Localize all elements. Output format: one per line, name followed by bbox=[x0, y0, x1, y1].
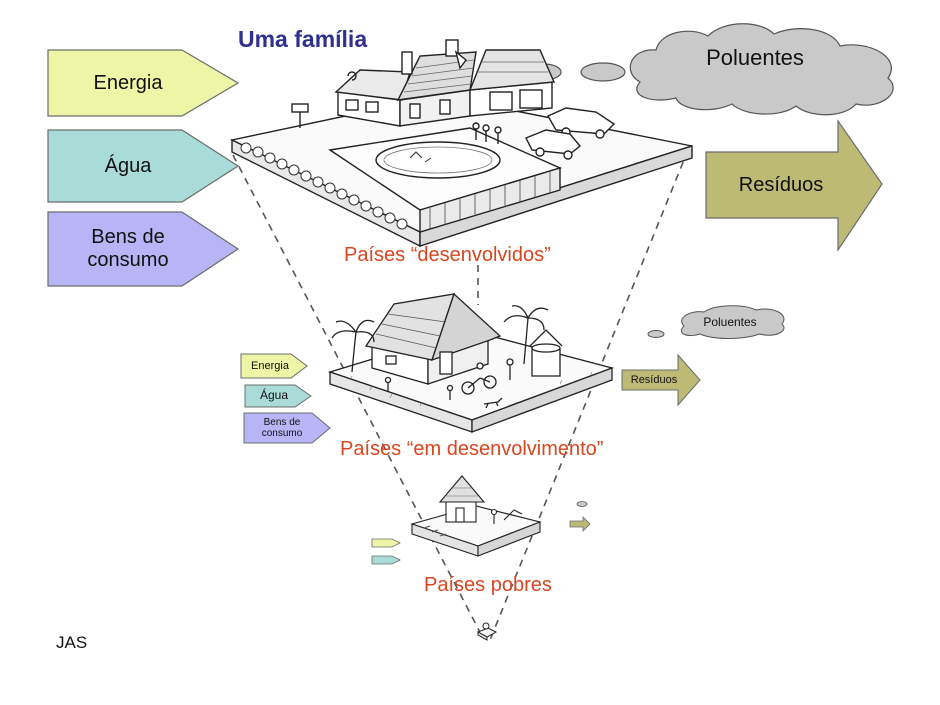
pollutants-cloud-small bbox=[576, 501, 588, 507]
tiny-platform-illustration bbox=[476, 622, 498, 641]
water-label-large: Água bbox=[104, 154, 152, 177]
developed-house-illustration bbox=[229, 39, 693, 248]
pollutants-label-medium: Poluentes bbox=[703, 315, 757, 330]
goods-arrow-medium bbox=[243, 412, 331, 444]
energy-label-medium: Energia bbox=[251, 359, 289, 372]
waste-arrow-large bbox=[705, 119, 883, 252]
car-icon bbox=[525, 107, 616, 160]
energy-arrow-medium bbox=[240, 353, 308, 379]
water-arrow-large bbox=[47, 129, 240, 203]
developing-countries-label: Países “em desenvolvimento” bbox=[340, 438, 604, 460]
water-arrow-small bbox=[371, 555, 401, 565]
developing-hut-illustration bbox=[327, 292, 615, 433]
consumption-cone bbox=[232, 149, 689, 641]
pollutants-label-large: Poluentes bbox=[706, 45, 804, 71]
energy-arrow-small bbox=[371, 538, 401, 548]
pollutants-cloud-medium bbox=[647, 305, 785, 339]
goods-label-large-line1: Bens de bbox=[91, 226, 165, 248]
poor-round-hut-illustration bbox=[410, 475, 542, 557]
waste-arrow-medium bbox=[621, 353, 701, 407]
goods-arrow-large bbox=[47, 211, 240, 287]
waste-label-large: Resíduos bbox=[738, 173, 824, 196]
goods-label-large: Bens de consumo bbox=[48, 212, 208, 286]
palm-tree-icon bbox=[331, 305, 549, 373]
energy-label-large: Energia bbox=[93, 71, 163, 94]
diagram-title: Uma família bbox=[238, 26, 368, 52]
waste-arrow-small bbox=[569, 516, 591, 532]
goods-label-medium-line2: consumo bbox=[261, 428, 303, 439]
goods-label-large-line2: consumo bbox=[87, 249, 169, 271]
poor-countries-label: Países pobres bbox=[424, 574, 552, 596]
water-label-medium: Água bbox=[259, 388, 289, 403]
goods-label-medium: Bens de consumo bbox=[244, 413, 320, 443]
developed-countries-label: Países “desenvolvidos” bbox=[344, 244, 551, 266]
waste-label-medium: Resíduos bbox=[630, 373, 678, 386]
water-arrow-medium bbox=[244, 384, 312, 408]
author-credit: JAS bbox=[56, 633, 88, 652]
energy-arrow-large bbox=[47, 49, 240, 117]
goods-label-medium-line1: Bens de bbox=[263, 416, 301, 428]
person-icon bbox=[472, 122, 502, 144]
